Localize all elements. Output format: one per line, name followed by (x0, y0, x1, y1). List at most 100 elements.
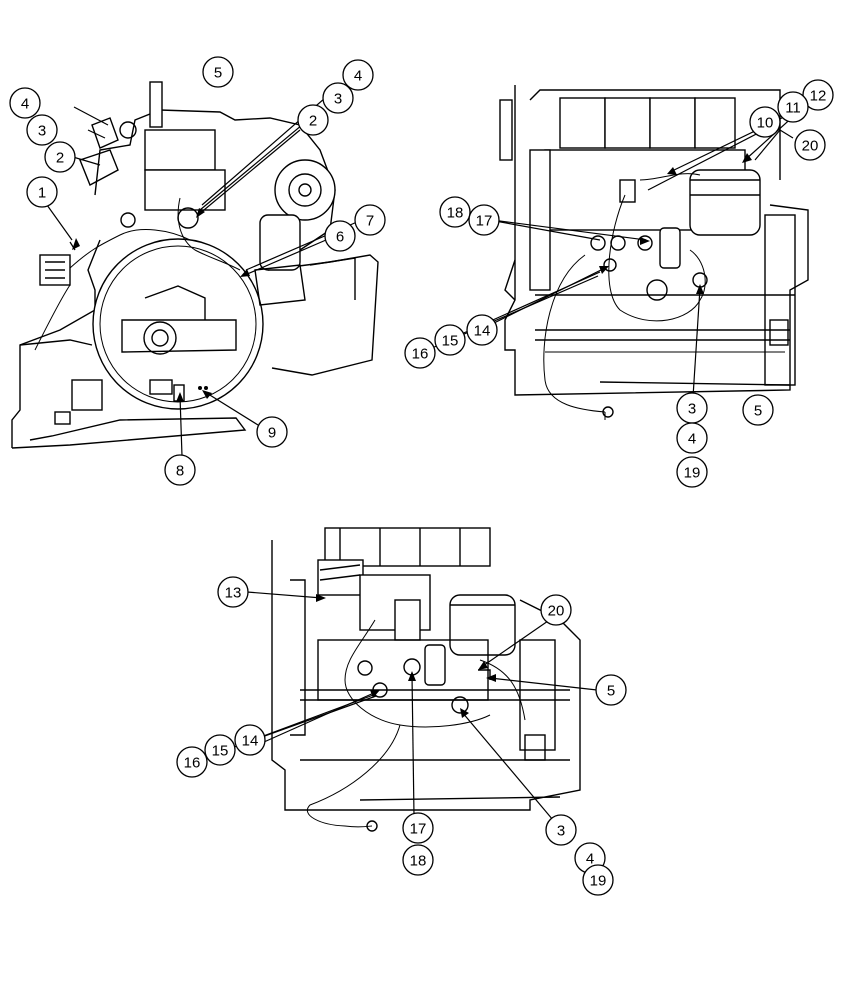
callout-8: 8 (164, 454, 196, 486)
callout-label: 14 (474, 323, 491, 340)
callout-label: 9 (268, 425, 276, 442)
callout-circle (676, 456, 708, 488)
callout-14: 14 (466, 314, 498, 346)
callout-circle (176, 746, 208, 778)
callout-4: 4 (676, 422, 708, 454)
callout-circle (256, 416, 288, 448)
callout-label: 3 (334, 91, 342, 108)
callout-circle (402, 844, 434, 876)
left-side-view-drawing (271, 527, 581, 832)
callout-circle (466, 314, 498, 346)
dipstick-tube (149, 81, 163, 128)
callout-label: 3 (688, 401, 696, 418)
callout-label: 4 (688, 431, 696, 448)
callout-circle (297, 104, 329, 136)
callout-circle (322, 82, 354, 114)
callout-label: 15 (442, 333, 459, 350)
callout-9: 9 (256, 416, 288, 448)
callout-label: 2 (56, 150, 64, 167)
callout-5: 5 (742, 394, 774, 426)
callout-2: 2 (297, 104, 329, 136)
fuel-filter (689, 169, 761, 236)
callout-label: 16 (412, 346, 429, 363)
callout-7: 7 (354, 204, 386, 236)
callout-circle (468, 204, 500, 236)
callout-5: 5 (202, 56, 234, 88)
callout-20: 20 (540, 594, 572, 626)
callout-label: 18 (447, 205, 464, 222)
callout-label: 19 (684, 465, 701, 482)
right-side-view-drawing (499, 85, 809, 420)
callout-label: 5 (214, 65, 222, 82)
valve-cover (144, 129, 216, 171)
callout-label: 10 (757, 115, 774, 132)
callout-label: 14 (242, 733, 259, 750)
callout-label: 3 (557, 823, 565, 840)
callout-label: 17 (476, 213, 493, 230)
callout-20: 20 (794, 129, 826, 161)
callout-circle (582, 864, 614, 896)
callout-14: 14 (234, 724, 266, 756)
callout-label: 12 (810, 88, 827, 105)
callout-4: 4 (9, 87, 41, 119)
alternator (274, 159, 336, 221)
callout-11: 11 (777, 91, 809, 123)
callout-18: 18 (402, 844, 434, 876)
callout-circle (439, 196, 471, 228)
callout-circle (595, 674, 627, 706)
callout-label: 16 (184, 755, 201, 772)
callout-circle (9, 87, 41, 119)
callout-circle (794, 129, 826, 161)
callout-label: 1 (38, 185, 46, 202)
callout-label: 5 (754, 403, 762, 420)
callout-12: 12 (802, 79, 834, 111)
callout-19: 19 (676, 456, 708, 488)
callout-10: 10 (749, 106, 781, 138)
callout-label: 4 (586, 851, 594, 868)
callout-label: 8 (176, 463, 184, 480)
callout-circle (234, 724, 266, 756)
callout-circle (217, 576, 249, 608)
front-view-drawing (11, 81, 379, 449)
callout-label: 17 (410, 821, 427, 838)
callout-label: 3 (38, 123, 46, 140)
callout-16: 16 (176, 746, 208, 778)
callout-4: 4 (342, 59, 374, 91)
callout-circle (44, 141, 76, 173)
callout-6: 6 (324, 220, 356, 252)
callout-label: 4 (21, 96, 29, 113)
callout-circle (777, 91, 809, 123)
callout-circle (26, 114, 58, 146)
callout-label: 7 (366, 213, 374, 230)
callout-circle (324, 220, 356, 252)
callout-label: 20 (548, 603, 565, 620)
callout-circle (342, 59, 374, 91)
callout-label: 11 (785, 100, 801, 117)
callout-circle (26, 176, 58, 208)
callout-circle (354, 204, 386, 236)
callout-3: 3 (322, 82, 354, 114)
right-side-view-leaders (431, 104, 807, 398)
callout-15: 15 (204, 734, 236, 766)
callout-18: 18 (439, 196, 471, 228)
callout-2: 2 (44, 141, 76, 173)
callout-circle (742, 394, 774, 426)
flywheel-housing (92, 238, 264, 410)
callout-circle (404, 337, 436, 369)
callout-label: 18 (410, 853, 427, 870)
callout-circle (204, 734, 236, 766)
callout-label: 20 (802, 138, 819, 155)
callout-circle (202, 56, 234, 88)
fuel-filter (449, 594, 516, 656)
callout-3: 3 (545, 814, 577, 846)
callout-1: 1 (26, 176, 58, 208)
callout-label: 13 (225, 585, 242, 602)
callout-17: 17 (402, 812, 434, 844)
callout-circle (545, 814, 577, 846)
callout-3: 3 (676, 392, 708, 424)
left-side-view-leaders (197, 591, 598, 821)
callout-label: 19 (590, 873, 607, 890)
callout-3: 3 (26, 114, 58, 146)
